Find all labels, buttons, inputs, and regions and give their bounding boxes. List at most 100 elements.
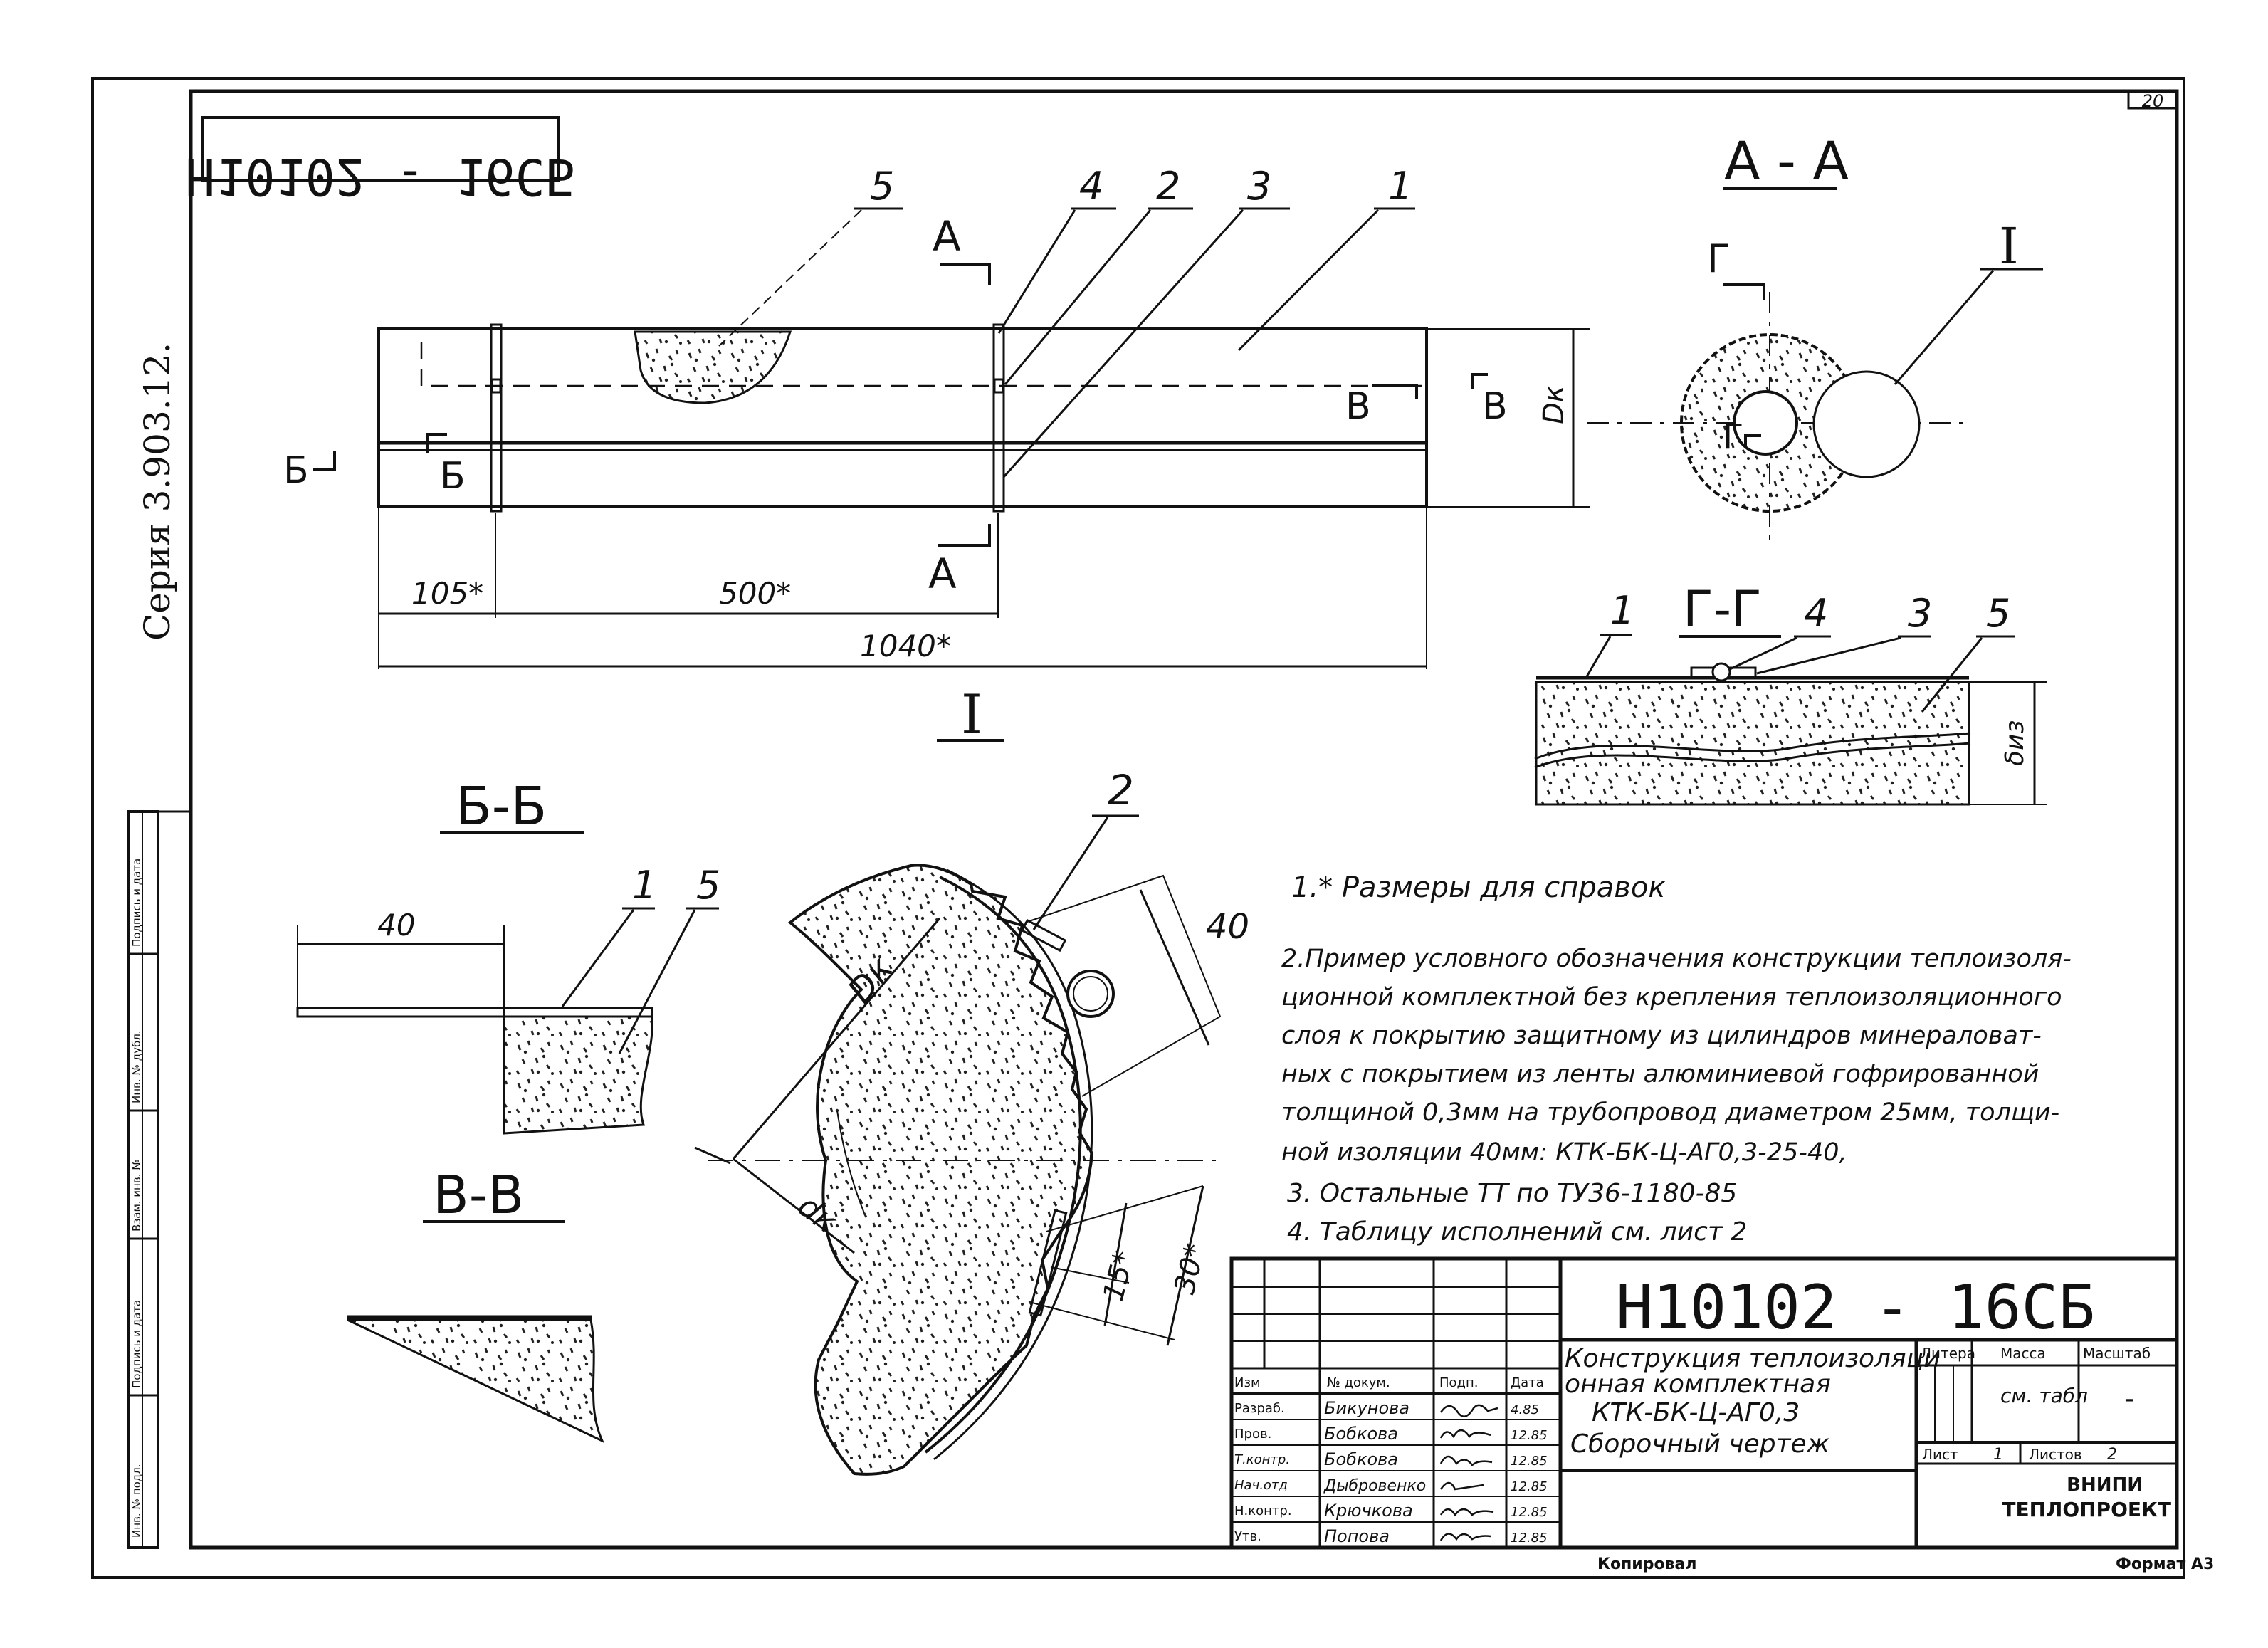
tb-title-4: Сборочный чертеж (1570, 1429, 1830, 1459)
cut-v-left-label: В (1345, 385, 1371, 428)
tb-date-5: 12.85 (1511, 1531, 1548, 1545)
section-b-b: Б-Б 40 1 5 (296, 776, 720, 1135)
g-g-insulation (1535, 681, 1970, 806)
cut-a-bottom-label: А (928, 550, 957, 598)
note-1: 1.* Размеры для справок (1291, 871, 1666, 904)
dim-thickness: δиз (2000, 720, 2030, 766)
tb-sheet-value: 1 (1993, 1446, 2003, 1464)
series-label: Серия 3.903.12. (137, 342, 178, 641)
tb-title-2: онная комплектная (1565, 1370, 1831, 1399)
view-label-one: I (961, 683, 982, 746)
tb-date-3: 12.85 (1511, 1479, 1548, 1494)
b-b-insulation (503, 1015, 653, 1135)
note-2-line-5: толщиной 0,3мм на трубопровод диаметром … (1281, 1098, 2059, 1127)
tb-litera: Литера (1921, 1345, 1975, 1362)
tb-date-0: 4.85 (1511, 1402, 1539, 1417)
tb-head-date: Дата (1511, 1375, 1544, 1390)
band-right (992, 323, 1005, 513)
callout-1: 1 (1388, 164, 1412, 209)
tb-masshtab: Масштаб (2083, 1345, 2151, 1362)
b-b-callout-1: 1 (632, 863, 656, 908)
detail-lock-circle (1066, 970, 1115, 1018)
section-v-v: В-В (347, 1165, 605, 1444)
callout-3: 3 (1247, 164, 1271, 209)
detail-ref-label: I (1999, 217, 2019, 275)
callout-5: 5 (870, 164, 894, 209)
stamp-inv-podl: Инв. № подл. (130, 1464, 143, 1538)
section-a-a: А - А Г Г I (1587, 131, 2043, 548)
dim-105: 105* (411, 576, 483, 611)
tb-head-doc: № докум. (1327, 1375, 1390, 1390)
section-g-g: Г-Г δиз 1 4 3 5 (1534, 580, 2047, 806)
tb-name-4: Крючкова (1324, 1501, 1413, 1521)
footer-kopiroval: Копировал (1597, 1555, 1696, 1573)
note-2-line-4: ных с покрытием из ленты алюминиевой гоф… (1281, 1060, 2039, 1088)
page-number-box (2127, 90, 2178, 110)
tb-role-nachotd: Нач.отд (1234, 1478, 1288, 1493)
tb-head-izm: Изм (1234, 1375, 1261, 1390)
dim-dk-main: Dк (1538, 385, 1570, 424)
pipe-cylinder (377, 327, 1428, 508)
section-b-b-title: Б-Б (456, 776, 547, 837)
dim-1040: 1040* (860, 629, 951, 663)
tb-sheets-label: Листов (2029, 1446, 2082, 1463)
mirrored-code: Н10102 - 16СБ (185, 147, 575, 206)
tb-date-4: 12.85 (1511, 1505, 1548, 1520)
tb-name-0: Бикунова (1324, 1398, 1409, 1418)
tb-name-5: Попова (1324, 1526, 1390, 1546)
note-3: 3. Остальные ТТ по ТУ36-1180-85 (1287, 1179, 1737, 1208)
tb-org-1: ВНИПИ (2067, 1474, 2143, 1496)
detail-callout-2: 2 (1108, 766, 1134, 814)
section-v-v-title: В-В (433, 1165, 524, 1226)
main-view: 5 4 2 3 1 А А Б Б В В Dк (283, 164, 1590, 746)
tb-name-1: Бобкова (1324, 1424, 1398, 1444)
cut-g-left-label: Г (1723, 417, 1743, 457)
g-g-callout-4: 4 (1804, 591, 1828, 636)
detail-dim-40: 40 (1206, 907, 1249, 947)
tb-title-3: КТК-БК-Ц-АГ0,3 (1592, 1398, 1800, 1427)
detail-dim-15: 15* (1097, 1247, 1141, 1304)
tb-role-nkontr: Н.контр. (1234, 1503, 1292, 1518)
tb-sheet-label: Лист (1922, 1446, 1958, 1463)
tb-org-2: ТЕПЛОПРОЕКТ (2002, 1498, 2171, 1521)
cutout-insulation (634, 330, 792, 404)
side-stamp: Инв. № подл. Подпись и дата Взам. инв. №… (127, 810, 191, 1549)
note-4: 4. Таблицу исполнений см. лист 2 (1287, 1217, 1747, 1247)
detail-dim-30: 30* (1168, 1240, 1212, 1297)
tb-role-razrab: Разраб. (1234, 1401, 1285, 1416)
callout-2: 2 (1156, 164, 1180, 209)
tb-doc-code: Н10102 - 16СБ (1616, 1272, 2095, 1343)
cut-v-right-label: В (1482, 385, 1508, 428)
tb-name-2: Бобкова (1324, 1449, 1398, 1469)
stamp-vzam-inv: Взам. инв. № (130, 1159, 143, 1232)
tb-head-sign: Подп. (1439, 1375, 1478, 1390)
cut-b-right-label: Б (440, 455, 466, 498)
cut-b-left-label: Б (283, 449, 309, 492)
band-left (490, 323, 503, 513)
page-number: 20 (2142, 91, 2164, 111)
b-b-callout-5: 5 (696, 863, 720, 908)
tb-role-prov: Пров. (1234, 1427, 1271, 1442)
tb-massa: Масса (2000, 1345, 2046, 1362)
outer-frame (91, 77, 2185, 1579)
stamp-inv-dubl: Инв. № дубл. (130, 1030, 143, 1103)
v-v-insulation (347, 1318, 605, 1444)
note-2-line-2: ционной комплектной без крепления теплои… (1281, 983, 2062, 1012)
tb-sheets-value: 2 (2107, 1446, 2117, 1464)
inner-frame (189, 89, 2179, 1550)
cut-a-top-label: А (933, 212, 961, 261)
stamp-podpis-2: Подпись и дата (130, 859, 143, 947)
inner-pipe-circle (1733, 390, 1798, 456)
b-b-dim-40: 40 (377, 908, 415, 943)
tb-role-utv: Утв. (1234, 1529, 1261, 1544)
title-block: Изм № докум. Подп. Дата Разраб. Пров. Т.… (1229, 1256, 2179, 1550)
footer-format: Формат А3 (2116, 1555, 2214, 1573)
tb-date-2: 12.85 (1511, 1454, 1548, 1469)
band-lock-circle (1812, 370, 1921, 478)
stamp-podpis-1: Подпись и дата (130, 1300, 143, 1388)
tb-role-tkontr: Т.контр. (1234, 1452, 1290, 1467)
note-2-line-6: ной изоляции 40мм: КТК-БК-Ц-АГ0,3-25-40, (1281, 1138, 1847, 1167)
detail-view: 40 2 Dк dк 15* 30* (694, 766, 1249, 1476)
tb-massa-value: см. табл (2000, 1384, 2088, 1407)
